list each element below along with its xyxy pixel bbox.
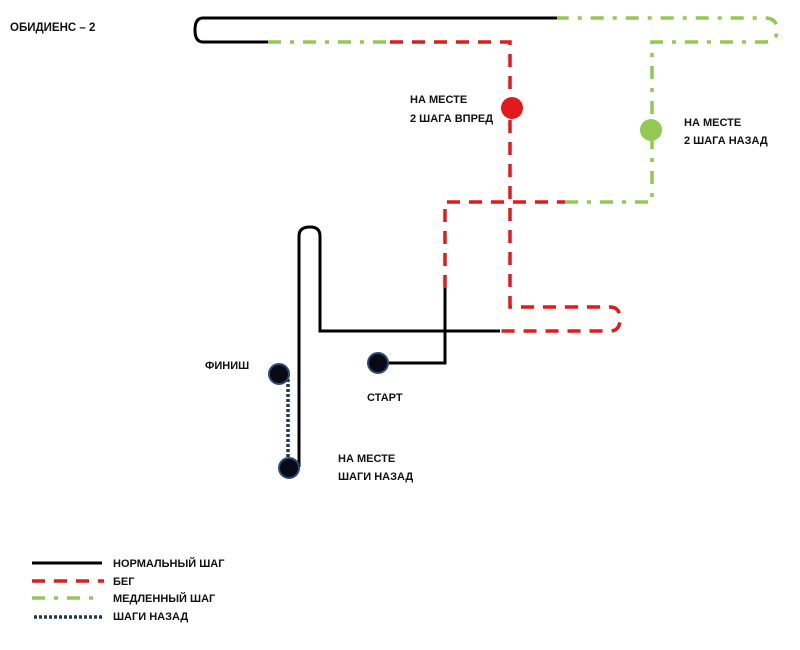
start-point-icon: [367, 352, 389, 374]
path-slow-segment-1: [557, 16, 779, 204]
path-run-segment-1: [443, 200, 565, 288]
legend-label-back: ШАГИ НАЗАД: [113, 611, 188, 623]
path-run-segment-2: [390, 40, 622, 333]
path-normal-start-segment: [378, 288, 447, 365]
back-halt-label-line2: ШАГИ НАЗАД: [338, 471, 413, 483]
legend-label-slow: МЕДЛЕННЫЙ ШАГ: [113, 592, 216, 605]
finish-label: ФИНИШ: [205, 360, 249, 372]
finish-point-icon: [268, 363, 290, 385]
halt-steps-back-point-icon: [278, 457, 300, 479]
legend-label-normal: НОРМАЛЬНЫЙ ШАГ: [113, 557, 225, 570]
legend: НОРМАЛЬНЫЙ ШАГ БЕГ МЕДЛЕННЫЙ ШАГ ШАГИ НА…: [32, 557, 225, 623]
start-label: СТАРТ: [367, 392, 403, 404]
slow-halt-label-line1: НА МЕСТЕ: [684, 117, 741, 129]
slow-halt-label-line2: 2 ШАГА НАЗАД: [684, 135, 768, 147]
halt-back-point-icon: [640, 119, 662, 141]
halt-forward-point-icon: [501, 97, 523, 119]
legend-label-run: БЕГ: [113, 576, 135, 588]
diagram-title: ОБИДИЕНС – 2: [10, 22, 95, 34]
back-halt-label-line1: НА МЕСТЕ: [338, 453, 395, 465]
path-normal-top-segment: [193, 16, 557, 44]
run-halt-label-line1: НА МЕСТЕ: [410, 94, 467, 106]
run-halt-label-line2: 2 ШАГА ВПРЕД: [410, 113, 493, 125]
path-normal-end-segment: [297, 225, 500, 467]
